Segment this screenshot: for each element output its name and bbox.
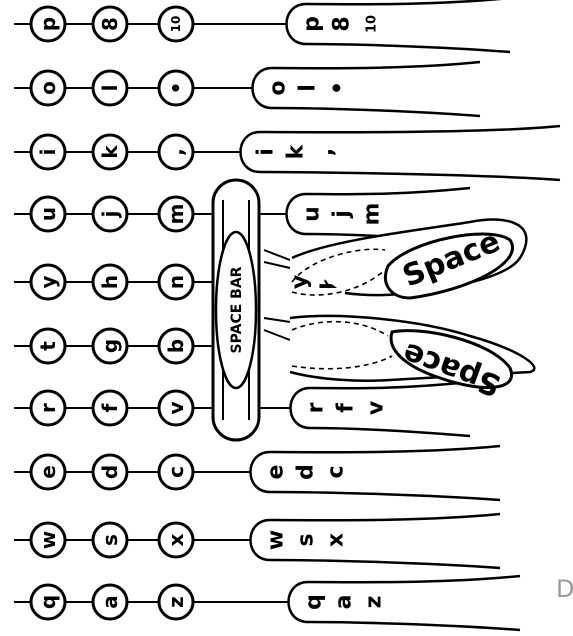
key-circle: r: [31, 391, 65, 425]
finger-letter: p: [300, 16, 325, 32]
key-circle: g: [93, 329, 127, 363]
finger-letter: 10: [365, 15, 380, 33]
key-circle: y: [31, 265, 65, 299]
key-circle: q: [31, 585, 65, 619]
key-circle: x: [159, 523, 193, 557]
key-letter: m: [164, 204, 188, 225]
key-circle: k: [93, 135, 127, 169]
key-letter: 8: [98, 17, 122, 31]
key-circle: e: [31, 455, 65, 489]
key-letter: c: [164, 466, 188, 478]
finger-letter: •: [326, 81, 351, 95]
key-letter: t: [36, 341, 60, 351]
key-letter: g: [98, 339, 122, 353]
key-circle: d: [93, 455, 127, 489]
key-letter: f: [98, 403, 122, 412]
key-circle: v: [159, 391, 193, 425]
key-letter: x: [164, 533, 188, 546]
key-circle: m: [159, 197, 193, 231]
key-letter: i: [36, 149, 60, 156]
key-letter: j: [98, 211, 122, 219]
finger-letter: i: [254, 148, 279, 156]
finger-letter: y: [288, 275, 313, 289]
key-circle: o: [31, 71, 65, 105]
space-bar: SPACE BAR: [213, 180, 259, 440]
key-circle: b: [159, 329, 193, 363]
key-letter: •: [164, 82, 188, 95]
key-circle: •: [159, 71, 193, 105]
finger-letter: k: [284, 143, 309, 159]
key-letter: n: [164, 275, 188, 289]
finger-letter: ,: [314, 148, 339, 156]
key-letter: l: [98, 85, 122, 92]
key-circle: 8: [93, 7, 127, 41]
key-circle: c: [159, 455, 193, 489]
space-bar-label: SPACE BAR: [229, 266, 245, 353]
finger-letter: z: [362, 596, 387, 609]
key-letter: a: [98, 595, 122, 609]
key-letter: w: [36, 531, 60, 549]
finger-letter: j: [330, 210, 355, 219]
finger-letter: f: [334, 403, 359, 413]
key-circle: 10: [159, 7, 193, 41]
key-circle: f: [93, 391, 127, 425]
key-circle: w: [31, 523, 65, 557]
key-letter: u: [36, 207, 60, 221]
key-letter: ,: [164, 148, 188, 156]
finger-letter: o: [266, 80, 291, 95]
finger-letter: w: [264, 530, 289, 550]
key-letter: p: [36, 17, 60, 31]
key-letter: k: [98, 145, 122, 159]
key-letter: e: [36, 465, 60, 479]
key-letter: b: [164, 339, 188, 353]
key-circle: i: [31, 135, 65, 169]
finger-letter: u: [300, 206, 325, 222]
key-letter: d: [98, 465, 122, 479]
finger-letter: q: [302, 594, 327, 610]
key-letter: r: [36, 403, 60, 413]
key-circle: j: [93, 197, 127, 231]
key-circle: l: [93, 71, 127, 105]
key-circle: a: [93, 585, 127, 619]
finger-letter: v: [364, 400, 389, 415]
finger-letter: m: [360, 203, 385, 226]
finger-letter: l: [296, 84, 321, 92]
key-circle: t: [31, 329, 65, 363]
key-letter: o: [36, 81, 60, 95]
key-circle: z: [159, 585, 193, 619]
corner-text: D: [556, 575, 573, 603]
key-circle: ,: [159, 135, 193, 169]
key-letter: h: [98, 275, 122, 289]
finger-letter: r: [304, 402, 329, 413]
finger-letter: e: [264, 465, 289, 480]
finger-letter: d: [294, 464, 319, 480]
key-circle: p: [31, 7, 65, 41]
key-letter: v: [164, 401, 188, 414]
key-letter: 10: [169, 16, 183, 33]
key-letter: z: [164, 596, 188, 608]
finger-letter: a: [332, 595, 357, 610]
finger-letter: 8: [330, 16, 355, 31]
finger-letter: s: [294, 533, 319, 546]
key-circle: h: [93, 265, 127, 299]
key-circle: s: [93, 523, 127, 557]
key-letter: s: [98, 534, 122, 546]
key-letter: y: [36, 275, 60, 288]
key-circle: n: [159, 265, 193, 299]
key-circle: u: [31, 197, 65, 231]
finger-letter: c: [324, 465, 349, 478]
key-letter: q: [36, 595, 60, 609]
finger-letter: x: [324, 533, 349, 547]
